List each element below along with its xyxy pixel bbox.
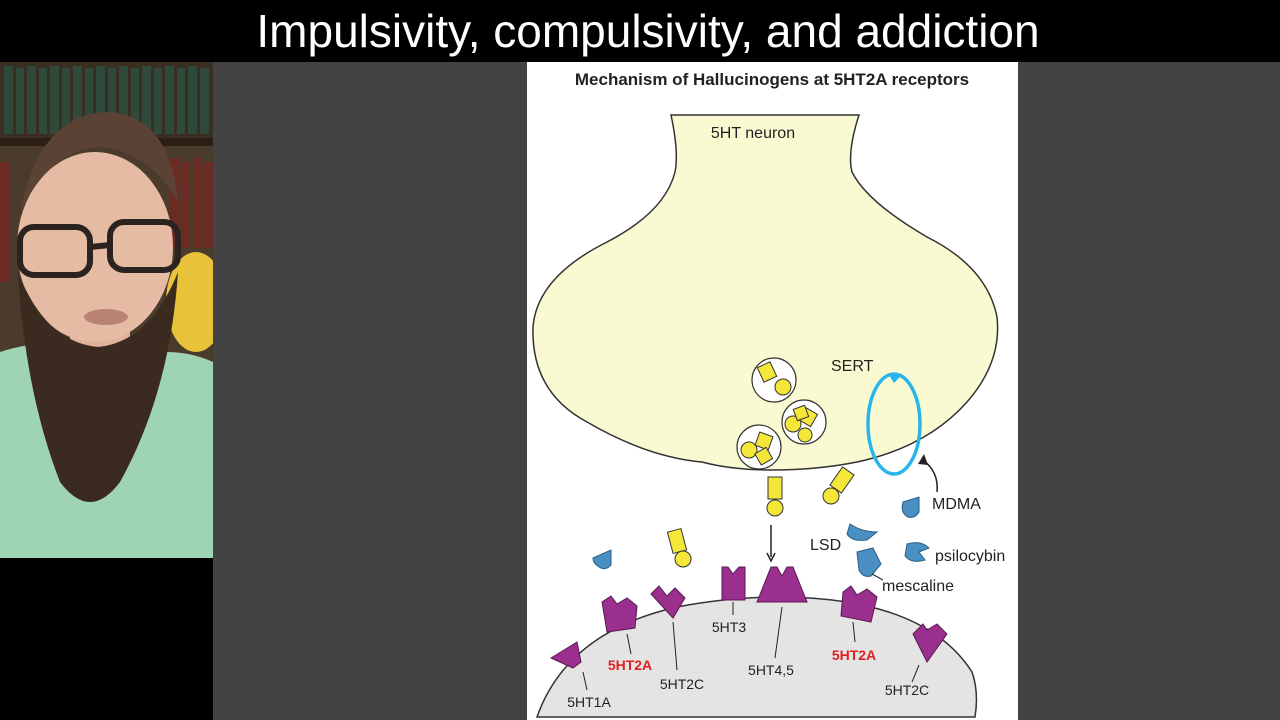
vesicle — [781, 399, 827, 445]
receptor-5ht2c-right — [912, 623, 948, 663]
receptor-5ht3 — [721, 566, 746, 601]
serotonin-molecule — [766, 476, 784, 517]
sert-arrow-icon — [889, 374, 903, 383]
mescaline-label: mescaline — [882, 578, 954, 595]
receptor-5ht45 — [756, 566, 808, 603]
receptor-5ht2a-left — [601, 595, 638, 633]
slide: Mechanism of Hallucinogens at 5HT2A rece… — [527, 62, 1018, 720]
receptor-label-5ht2c-mid: 5HT2C — [660, 676, 704, 692]
presynaptic-neuron — [532, 114, 999, 471]
mdma-molecule — [901, 496, 920, 518]
video-title: Impulsivity, compulsivity, and addiction — [256, 5, 1040, 57]
release-arrowhead-icon — [766, 552, 776, 563]
mescaline-leader-line — [871, 573, 884, 581]
presenter-webcam — [0, 62, 213, 558]
receptor-label-5ht2c-right: 5HT2C — [885, 682, 929, 698]
hallucinogen-mechanism-diagram: Mechanism of Hallucinogens at 5HT2A rece… — [532, 70, 1005, 718]
vesicle — [751, 357, 797, 403]
vesicle — [736, 424, 782, 470]
serotonin-molecule — [822, 466, 855, 505]
receptor-label-5ht1a: 5HT1A — [567, 694, 611, 710]
receptor-label-5ht45: 5HT4,5 — [748, 662, 794, 678]
webcam-bottom-bar — [0, 558, 213, 720]
receptor-label-5ht3: 5HT3 — [712, 619, 746, 635]
psilocybin-molecule — [904, 542, 930, 562]
neuron-label: 5HT neuron — [711, 125, 795, 142]
mdma-arrowhead-icon — [918, 454, 928, 465]
receptor-5ht1a — [549, 641, 582, 669]
psilocybin-label: psilocybin — [935, 548, 1005, 565]
mdma-arrow — [922, 459, 938, 493]
serotonin-molecule — [666, 527, 692, 568]
lsd-molecule — [846, 523, 879, 541]
sert-label: SERT — [831, 358, 874, 375]
receptor-leader-lines — [582, 602, 920, 691]
slide-title: Mechanism of Hallucinogens at 5HT2A rece… — [575, 70, 969, 89]
lsd-label: LSD — [810, 537, 841, 554]
receptor-5ht2c-mid — [650, 585, 686, 619]
receptor-label-5ht2a-left: 5HT2A — [608, 657, 652, 673]
title-bar: Impulsivity, compulsivity, and addiction — [0, 0, 1280, 62]
postsynaptic-neuron — [535, 596, 978, 718]
receptor-label-5ht2a-right: 5HT2A — [832, 647, 876, 663]
presenter-webcam-image — [0, 62, 213, 558]
receptor-5ht2a-right — [840, 585, 878, 623]
mdma-label: MDMA — [932, 496, 981, 513]
drug-molecule — [592, 549, 612, 570]
sert-transporter — [866, 372, 922, 476]
mescaline-molecule — [856, 547, 882, 577]
